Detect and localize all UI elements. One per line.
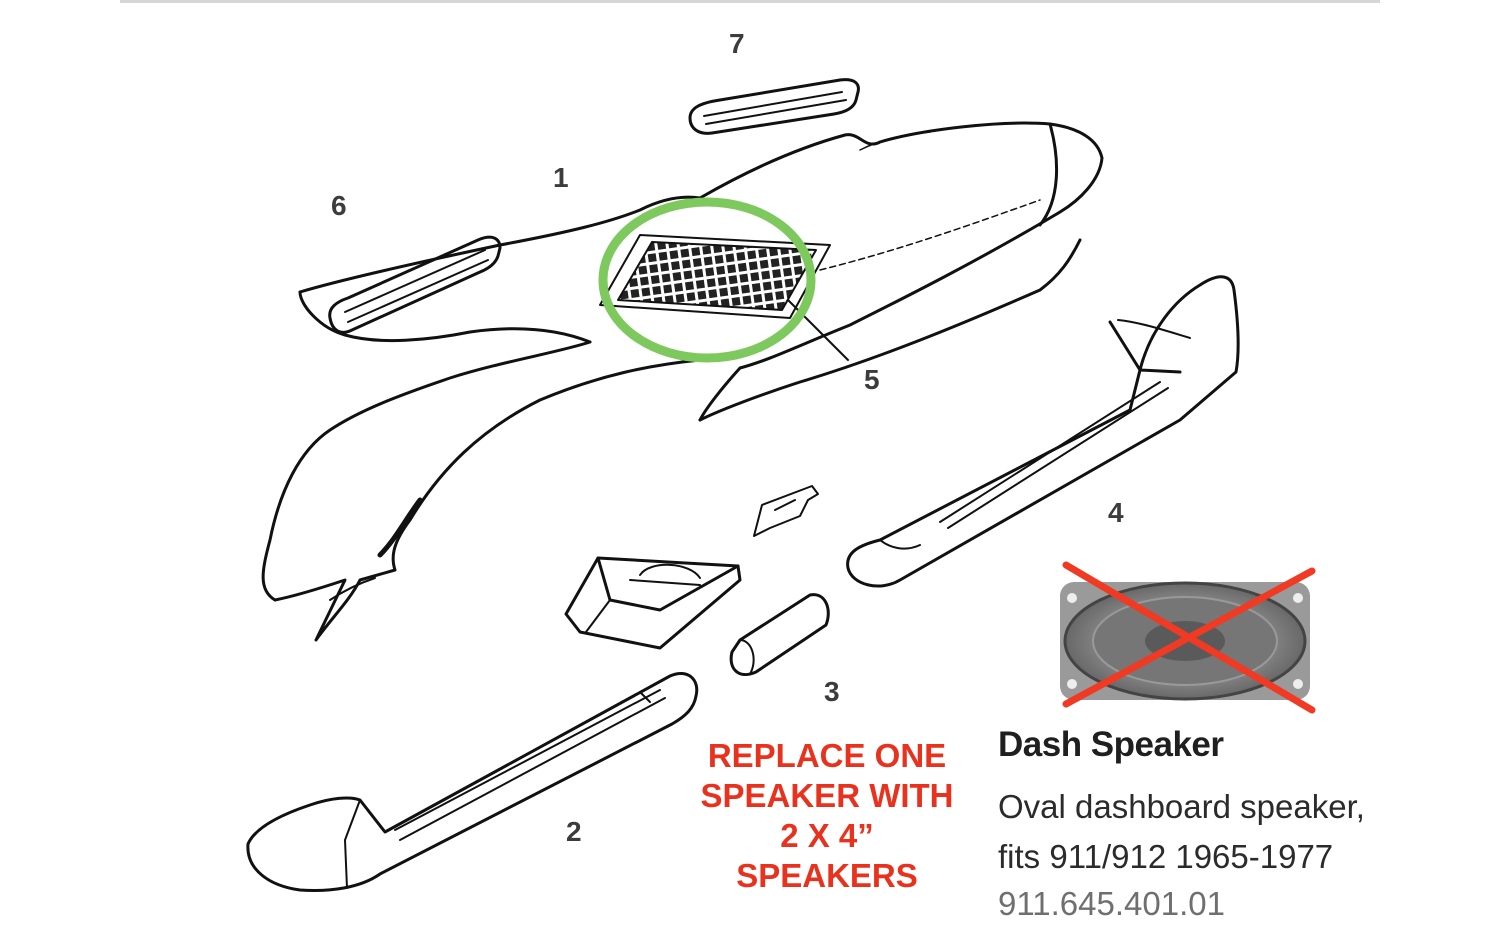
- callout-4: 4: [1108, 497, 1124, 528]
- trim-part-4: [846, 275, 1240, 588]
- note-line-1: REPLACE ONE: [707, 737, 947, 774]
- note-line-3: 2 X 4”: [780, 817, 874, 854]
- product-title: Dash Speaker: [998, 725, 1224, 764]
- callout-1: 1: [553, 162, 569, 193]
- ashtray-part: [564, 556, 742, 650]
- vent-part-6: [328, 235, 502, 334]
- callout-2: 2: [566, 816, 582, 847]
- vent-part-7: [688, 78, 860, 135]
- callout-6: 6: [331, 190, 347, 221]
- tube-part-3: [729, 593, 830, 676]
- bracket-part: [753, 485, 819, 537]
- highlight-circle: [598, 197, 816, 363]
- top-divider: [120, 0, 1380, 3]
- callout-5: 5: [864, 364, 880, 395]
- note-line-2: SPEAKER WITH: [700, 777, 954, 814]
- dashboard-top-part: [261, 121, 1104, 642]
- product-info: Dash Speaker Oval dashboard speaker, fit…: [998, 724, 1478, 926]
- callout-3: 3: [824, 676, 840, 707]
- red-x-cross-icon: [1062, 561, 1316, 714]
- product-description-line-2: fits 911/912 1965-1977: [998, 838, 1334, 875]
- replace-speaker-note: REPLACE ONE SPEAKER WITH 2 X 4” SPEAKERS: [668, 736, 986, 896]
- trim-part-2: [246, 672, 699, 892]
- product-description-line-1: Oval dashboard speaker,: [998, 788, 1365, 825]
- callout-7: 7: [729, 28, 745, 59]
- note-line-4: SPEAKERS: [736, 857, 918, 894]
- product-part-number: 911.645.401.01: [998, 885, 1225, 922]
